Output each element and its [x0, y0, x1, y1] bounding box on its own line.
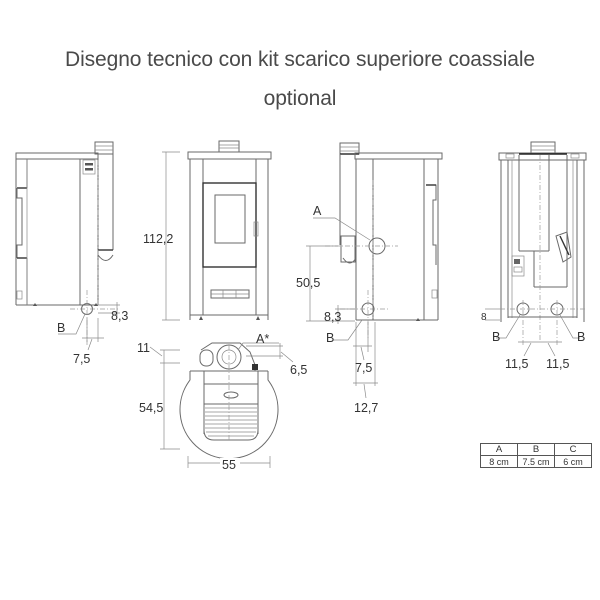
dim-offset-2: 12,7: [354, 401, 378, 415]
top-view: A* 6,5 11 54,5 55: [137, 332, 307, 472]
label-a-right-view: A: [313, 204, 322, 218]
spec-value-b: 7.5 cm: [517, 455, 555, 468]
front-view: 112,2: [143, 140, 272, 321]
spec-header-c: C: [554, 443, 592, 456]
dim-port-a-height: 50,5: [296, 276, 320, 290]
dim-top-offset: 11: [137, 341, 150, 355]
electronic-board-icon: [511, 255, 525, 277]
left-side-view: 8,3 B 7,5: [15, 141, 128, 366]
ash-grate: [203, 403, 259, 441]
dim-rear-vertical: 8: [481, 312, 487, 323]
dim-rear-left: 11,5: [505, 357, 528, 371]
dim-offset-1: 7,5: [355, 361, 372, 375]
label-b-rear-right: B: [577, 330, 585, 344]
dim-left-vertical: 8,3: [111, 309, 128, 323]
spec-value-a: 8 cm: [480, 455, 518, 468]
label-b-left-view: B: [57, 321, 65, 335]
label-b-right-view: B: [326, 331, 334, 345]
label-a-star: A*: [256, 332, 269, 346]
stove-door: [202, 182, 257, 268]
drawing-title-line2: optional: [263, 87, 337, 110]
dim-width: 55: [222, 458, 236, 472]
side-flue-connector: [199, 349, 214, 367]
control-panel-icon: [82, 159, 96, 175]
dim-rear-right: 11,5: [546, 357, 569, 371]
dim-left-horizontal: 7,5: [73, 352, 90, 366]
dim-port-b-vertical: 8,3: [324, 310, 341, 324]
right-side-view: A 50,5 8,3 B 7,5 12,7: [296, 142, 443, 415]
flue-outlet: [340, 235, 356, 263]
flue-pipe-icon: [555, 231, 572, 263]
door-glass: [214, 194, 246, 244]
spec-header-a: A: [480, 443, 518, 456]
spec-header-b: B: [517, 443, 555, 456]
dim-depth: 54,5: [139, 401, 163, 415]
dim-overall-height: 112,2: [143, 232, 173, 246]
dim-collar: 6,5: [290, 363, 307, 377]
spec-table: A B C 8 cm 7.5 cm 6 cm: [480, 443, 592, 468]
drawing-title-line1: Disegno tecnico con kit scarico superior…: [65, 48, 535, 71]
rear-view: 8 B B 11,5 11,5: [481, 141, 587, 371]
label-b-rear-left: B: [492, 330, 500, 344]
spec-value-c: 6 cm: [554, 455, 592, 468]
door-handle: [253, 221, 259, 237]
